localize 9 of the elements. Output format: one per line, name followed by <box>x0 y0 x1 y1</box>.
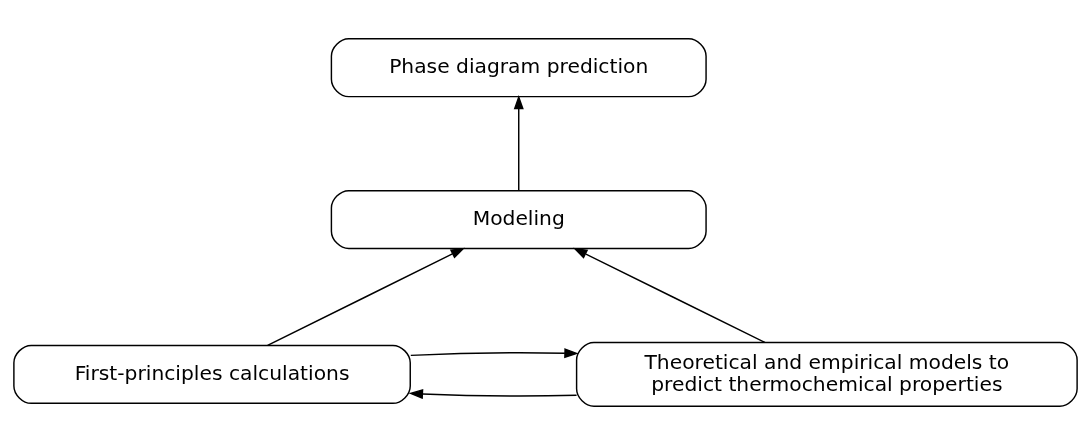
arrow <box>513 94 524 191</box>
arrow <box>572 247 766 343</box>
node-box: Phase diagram prediction <box>330 37 707 97</box>
node-box: First-principles calculations <box>13 344 411 404</box>
node-box: Theoretical and empirical models to predict thermochemical properties <box>575 341 1078 407</box>
arrow <box>410 347 579 358</box>
arrow <box>408 388 578 399</box>
arrow <box>266 247 466 346</box>
node-box: Modeling <box>330 189 707 249</box>
